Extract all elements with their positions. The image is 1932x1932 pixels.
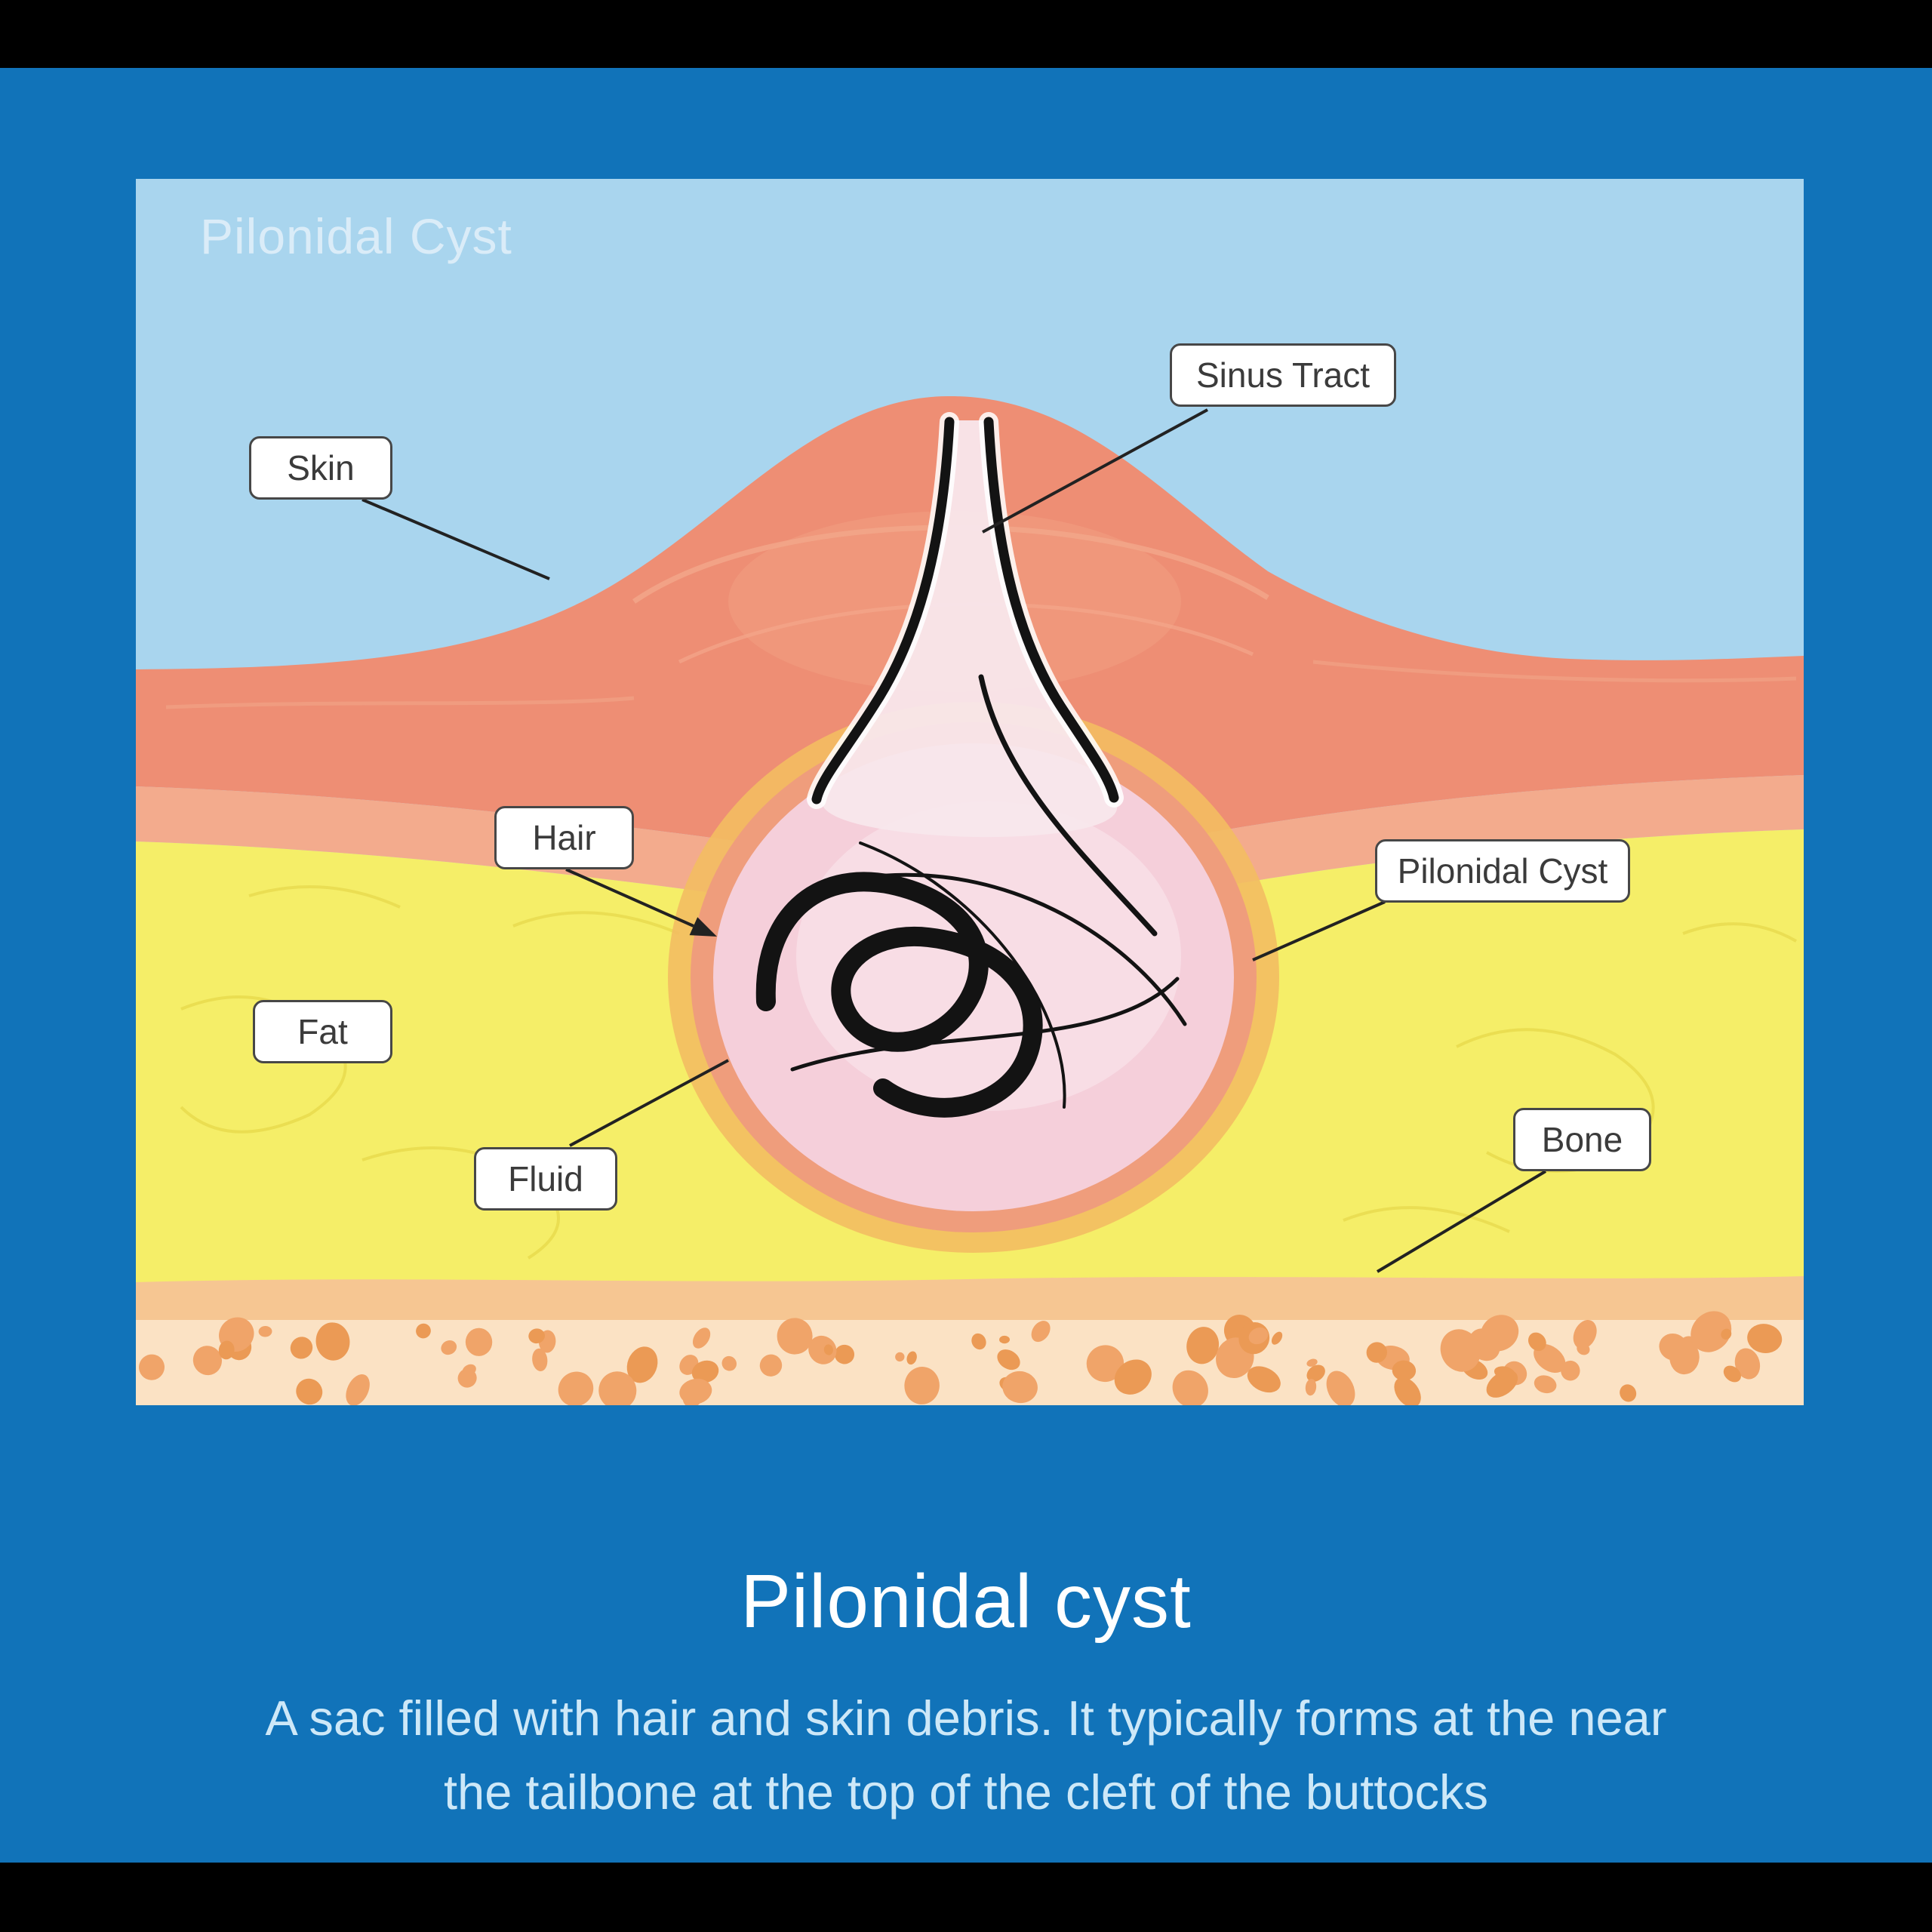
letterbox-top [0, 0, 1932, 68]
label-fluid: Fluid [474, 1147, 617, 1211]
leader-sinus-tract [982, 408, 1208, 534]
letterbox-bottom [0, 1863, 1932, 1932]
caption-description-line1: A sac filled with hair and skin debris. … [265, 1690, 1667, 1746]
leader-fluid [569, 1059, 729, 1147]
caption-title: Pilonidal cyst [740, 1559, 1192, 1644]
hair-strands [755, 674, 1187, 1118]
leader-lines [361, 408, 1547, 1273]
label-hair: Hair [494, 806, 634, 869]
bone-layer [136, 1320, 1804, 1405]
panel-title: Pilonidal Cyst [200, 208, 512, 264]
blue-background: Pilonidal Cyst Sinus Tract Skin Hair Pil… [0, 68, 1932, 1863]
leader-hair-arrowhead [689, 917, 717, 937]
label-pilonidal-cyst: Pilonidal Cyst [1375, 839, 1630, 903]
label-sinus-tract: Sinus Tract [1170, 343, 1396, 407]
leader-hair [565, 868, 694, 928]
leader-skin [361, 498, 550, 580]
label-bone: Bone [1513, 1108, 1651, 1171]
bone-band [136, 1276, 1804, 1322]
anatomy-illustration [136, 179, 1804, 1405]
sinus-tract-shape [807, 412, 1124, 838]
caption-description: A sac filled with hair and skin debris. … [0, 1681, 1932, 1829]
label-fat: Fat [253, 1000, 392, 1063]
diagram-panel: Pilonidal Cyst Sinus Tract Skin Hair Pil… [136, 179, 1804, 1405]
label-skin: Skin [249, 436, 392, 500]
bone-speckles [139, 1311, 1783, 1405]
leader-bone [1376, 1170, 1547, 1273]
leader-pilonidal-cyst [1252, 900, 1386, 961]
caption-description-line2: the tailbone at the top of the cleft of … [444, 1764, 1488, 1820]
dermis-layer [136, 775, 1804, 915]
